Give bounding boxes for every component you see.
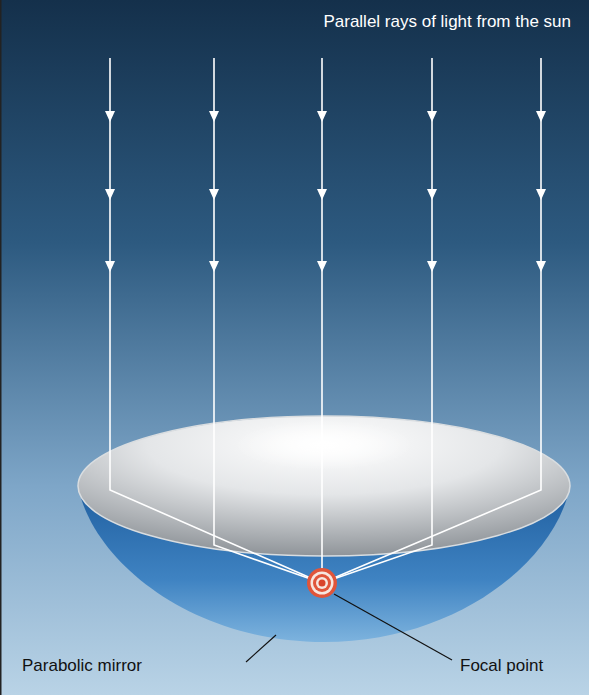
mirror-highlight (234, 420, 414, 470)
target-ring (307, 568, 337, 598)
leader-line (334, 594, 452, 660)
arrowhead (105, 189, 115, 200)
arrowhead (209, 261, 219, 272)
title-label: Parallel rays of light from the sun (323, 12, 571, 32)
arrowheads (105, 111, 546, 272)
light-ray (321, 58, 323, 583)
frame-line (0, 0, 2, 695)
light-ray (214, 58, 322, 583)
light-ray (322, 58, 541, 583)
target-ring (313, 574, 331, 592)
arrowhead (536, 261, 546, 272)
arrowhead (209, 189, 219, 200)
leader-line (246, 635, 276, 662)
arrowhead (317, 111, 327, 122)
target-ring (319, 580, 326, 587)
arrowhead (317, 189, 327, 200)
arrowhead (427, 261, 437, 272)
arrowhead (536, 111, 546, 122)
part-label: Focal point (460, 656, 543, 676)
arrowhead (317, 261, 327, 272)
arrowhead (105, 111, 115, 122)
part-label: Parabolic mirror (22, 656, 142, 676)
light-ray (322, 58, 432, 583)
light-ray (110, 58, 322, 583)
mirror-surface (78, 416, 570, 556)
target-ring (316, 577, 328, 589)
arrowhead (209, 111, 219, 122)
arrowhead (427, 111, 437, 122)
target-ring (311, 572, 334, 595)
arrowhead (427, 189, 437, 200)
arrowhead (105, 261, 115, 272)
focal-target (307, 568, 337, 598)
light-rays (110, 58, 541, 583)
arrowhead (536, 189, 546, 200)
